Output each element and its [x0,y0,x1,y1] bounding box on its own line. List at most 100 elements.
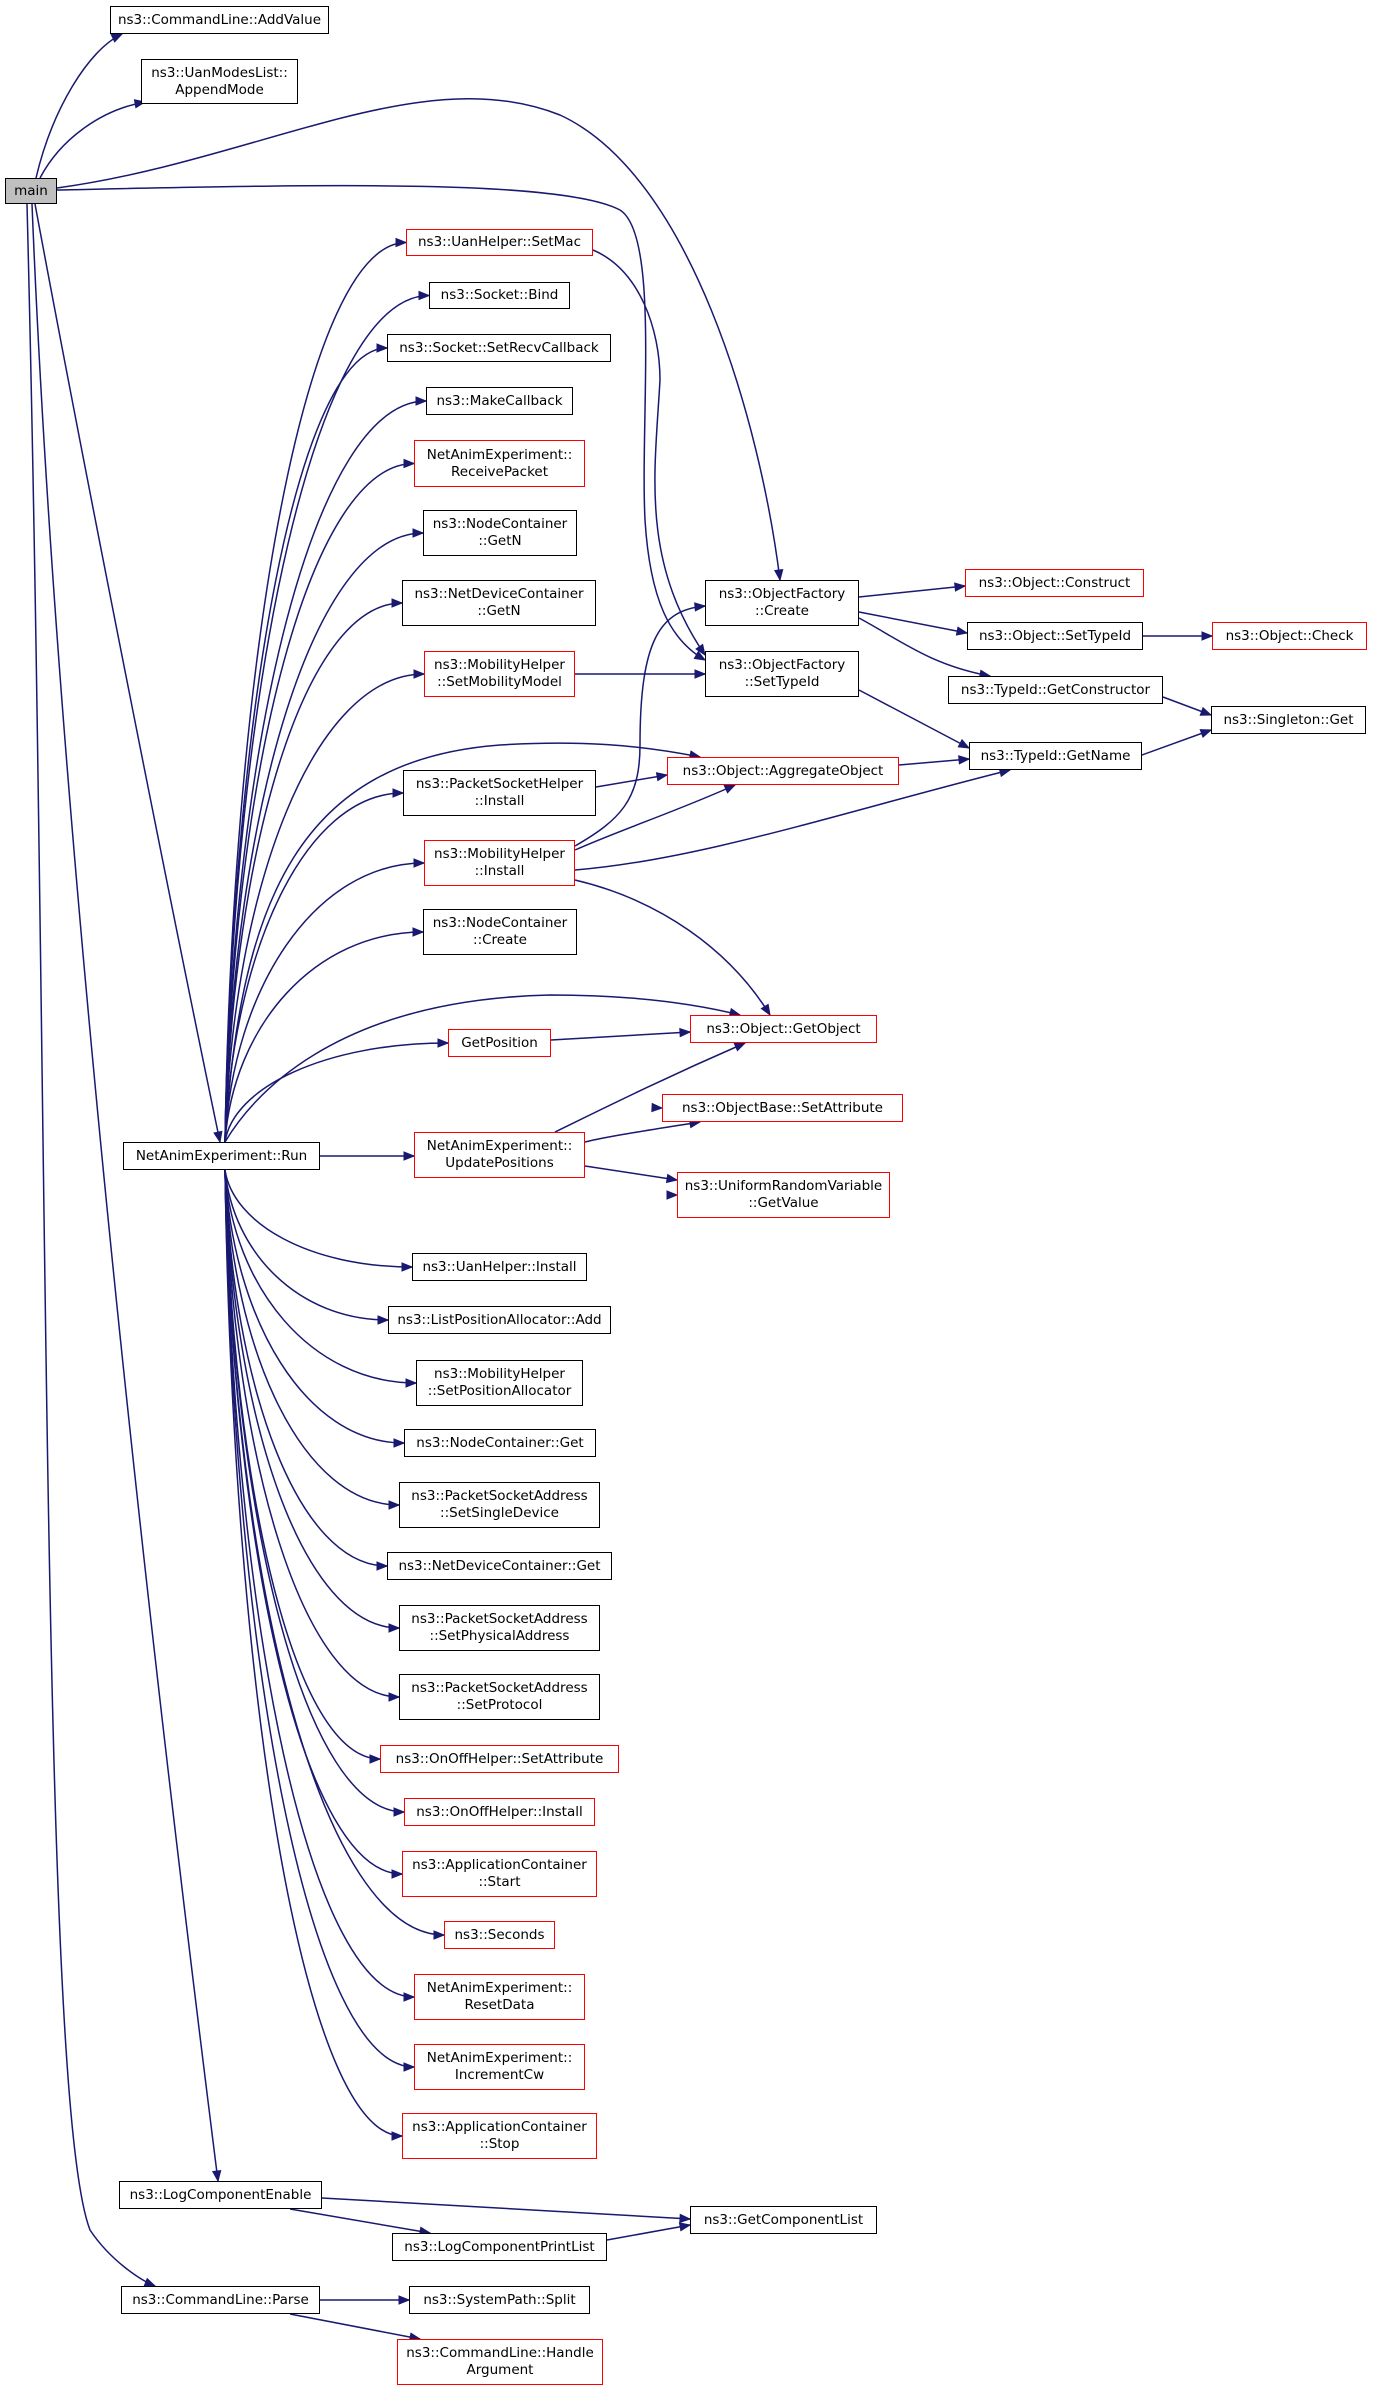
edge-nae_run-to-packetsockethelper_install [224,792,404,1143]
node-label-line: NetAnimExperiment:: [426,2050,573,2066]
node-label-line: ::Start [478,1874,521,1890]
node-label-line: ::Create [473,932,527,948]
node-getposition[interactable]: GetPosition [448,1029,551,1057]
node-nae-updatepositions[interactable]: NetAnimExperiment::UpdatePositions [414,1132,585,1178]
edge-arrowhead [413,858,426,868]
node-object-getobject[interactable]: ns3::Object::GetObject [690,1015,877,1043]
edge-arrowhead [679,2213,692,2224]
node-psa-setsingledevice[interactable]: ns3::PacketSocketAddress::SetSingleDevic… [399,1482,600,1528]
edge-arrowhead [418,290,431,301]
node-urv-getvalue[interactable]: ns3::UniformRandomVariable::GetValue [677,1172,890,1218]
node-label-line: ns3::Socket::SetRecvCallback [399,339,599,356]
edge-main-to-objfactory_settypeid [56,184,706,661]
node-packetsockethelper-install[interactable]: ns3::PacketSocketHelper::Install [403,770,596,816]
node-label-line: ns3::MobilityHelper [434,657,565,673]
edge-arrowhead [666,1190,679,1200]
node-nae-incrementcw[interactable]: NetAnimExperiment::IncrementCw [414,2044,585,2090]
node-mobility-install[interactable]: ns3::MobilityHelper::Install [424,840,575,886]
node-seconds[interactable]: ns3::Seconds [444,1921,555,1949]
node-typeid-getname[interactable]: ns3::TypeId::GetName [969,742,1142,770]
edge-cl_parse-to-cl_handleargument [289,2313,421,2340]
node-objfactory-settypeid[interactable]: ns3::ObjectFactory::SetTypeId [705,651,859,697]
edge-main-to-nae_run [34,203,221,1143]
node-label-line: ns3::TypeId::GetName [980,747,1131,764]
node-psa-setphysaddr[interactable]: ns3::PacketSocketAddress::SetPhysicalAdd… [399,1605,600,1651]
edge-arrowhead [403,458,416,469]
node-object-aggregate[interactable]: ns3::Object::AggregateObject [667,757,899,785]
node-logcomponentprintlist[interactable]: ns3::LogComponentPrintList [392,2233,607,2261]
node-label-line: ns3::Object::AggregateObject [682,762,884,779]
node-nae-run[interactable]: NetAnimExperiment::Run [123,1142,320,1170]
node-label-line: ns3::PacketSocketHelper [415,776,584,792]
edge-typeid_getname-to-singleton_get [1141,729,1212,756]
node-nodecontainer-get[interactable]: ns3::NodeContainer::Get [404,1429,596,1457]
edge-uanhelper_setmac-to-objfactory_settypeid [592,249,706,656]
node-object-settypeid[interactable]: ns3::Object::SetTypeId [967,622,1143,650]
edge-arrowhead [651,1102,664,1113]
node-label-line: ns3::NetDeviceContainer [414,586,584,602]
node-listposalloc-add[interactable]: ns3::ListPositionAllocator::Add [388,1306,611,1334]
edge-arrowhead [403,1151,416,1161]
edge-arrowhead [211,2169,222,2183]
edge-arrowhead [388,1500,401,1510]
edge-main-to-logcomponentenable [31,203,219,2182]
node-label-line: ns3::NodeContainer::Get [416,1434,584,1451]
node-appcontainer-start[interactable]: ns3::ApplicationContainer::Start [402,1851,597,1897]
node-uan-appendmode[interactable]: ns3::UanModesList::AppendMode [141,59,298,104]
node-nae-receivepacket[interactable]: NetAnimExperiment::ReceivePacket [414,440,585,487]
edge-objfactory_settypeid-to-typeid_getname [858,689,970,749]
node-objectbase-setattribute[interactable]: ns3::ObjectBase::SetAttribute [662,1094,903,1122]
node-psa-setprotocol[interactable]: ns3::PacketSocketAddress::SetProtocol [399,1674,600,1720]
edge-nae_run-to-nae_incrementcw [224,1169,415,2068]
node-nodecontainer-getn[interactable]: ns3::NodeContainer::GetN [423,510,577,556]
node-objfactory-create[interactable]: ns3::ObjectFactory::Create [705,580,859,626]
node-nodecontainer-create[interactable]: ns3::NodeContainer::Create [423,909,577,955]
edge-arrowhead [955,626,969,636]
node-object-construct[interactable]: ns3::Object::Construct [965,569,1144,597]
node-makecallback[interactable]: ns3::MakeCallback [426,387,573,415]
node-cl-parse[interactable]: ns3::CommandLine::Parse [121,2286,320,2314]
node-mobility-setmodel[interactable]: ns3::MobilityHelper::SetMobilityModel [424,651,575,697]
node-netdevcontainer-get[interactable]: ns3::NetDeviceContainer::Get [387,1552,612,1580]
node-label-line: Argument [466,2362,534,2378]
edge-objfactory_create-to-object_construct [858,585,966,598]
edge-arrowhead [369,1754,382,1764]
node-uanhelper-setmac[interactable]: ns3::UanHelper::SetMac [406,229,593,256]
node-singleton-get[interactable]: ns3::Singleton::Get [1211,706,1366,734]
node-getcomponentlist[interactable]: ns3::GetComponentList [690,2206,877,2234]
node-nae-resetdata[interactable]: NetAnimExperiment::ResetData [414,1974,585,2020]
edge-nae_run-to-object_getobject [224,994,741,1143]
node-socket-bind[interactable]: ns3::Socket::Bind [429,282,570,309]
node-label-line: UpdatePositions [445,1155,554,1171]
edge-nae_run-to-object_aggregate [224,742,701,1143]
node-netdevcontainer-getn[interactable]: ns3::NetDeviceContainer::GetN [402,580,596,626]
edge-arrowhead [694,669,707,679]
edge-nae_run-to-listposalloc_add [224,1169,389,1321]
edge-arrowhead [412,927,425,937]
edge-arrowhead [655,772,669,782]
node-appcontainer-stop[interactable]: ns3::ApplicationContainer::Stop [402,2113,597,2159]
edge-mobility_install-to-object_getobject [574,879,771,1016]
node-typeid-getconstructor[interactable]: ns3::TypeId::GetConstructor [948,676,1163,704]
node-socket-setrecv[interactable]: ns3::Socket::SetRecvCallback [387,334,611,362]
node-object-check[interactable]: ns3::Object::Check [1212,622,1367,650]
edge-nae_run-to-mobility_setmodel [224,673,425,1143]
node-mobility-setposalloc[interactable]: ns3::MobilityHelper::SetPositionAllocato… [416,1360,583,1406]
node-label-line: ns3::ListPositionAllocator::Add [397,1311,602,1328]
node-systempath-split[interactable]: ns3::SystemPath::Split [409,2286,590,2314]
edge-nae_run-to-nodecontainer_create [224,931,424,1143]
node-onoff-setattribute[interactable]: ns3::OnOffHelper::SetAttribute [380,1745,619,1773]
node-label-line: NetAnimExperiment::Run [135,1147,308,1164]
node-label-line: ns3::PacketSocketAddress [411,1611,588,1627]
node-label-line: ns3::PacketSocketAddress [411,1488,588,1504]
node-label-line: ns3::UanHelper::Install [422,1258,577,1275]
node-uanhelper-install[interactable]: ns3::UanHelper::Install [412,1253,587,1281]
edge-arrowhead [665,1173,679,1184]
node-onoff-install[interactable]: ns3::OnOffHelper::Install [404,1798,595,1826]
call-edges [26,33,1214,2342]
node-cl-addvalue[interactable]: ns3::CommandLine::AddValue [110,6,329,34]
node-label-line: main [14,182,48,199]
node-logcomponentenable[interactable]: ns3::LogComponentEnable [119,2181,322,2209]
node-label-line: ns3::LogComponentPrintList [404,2238,595,2255]
